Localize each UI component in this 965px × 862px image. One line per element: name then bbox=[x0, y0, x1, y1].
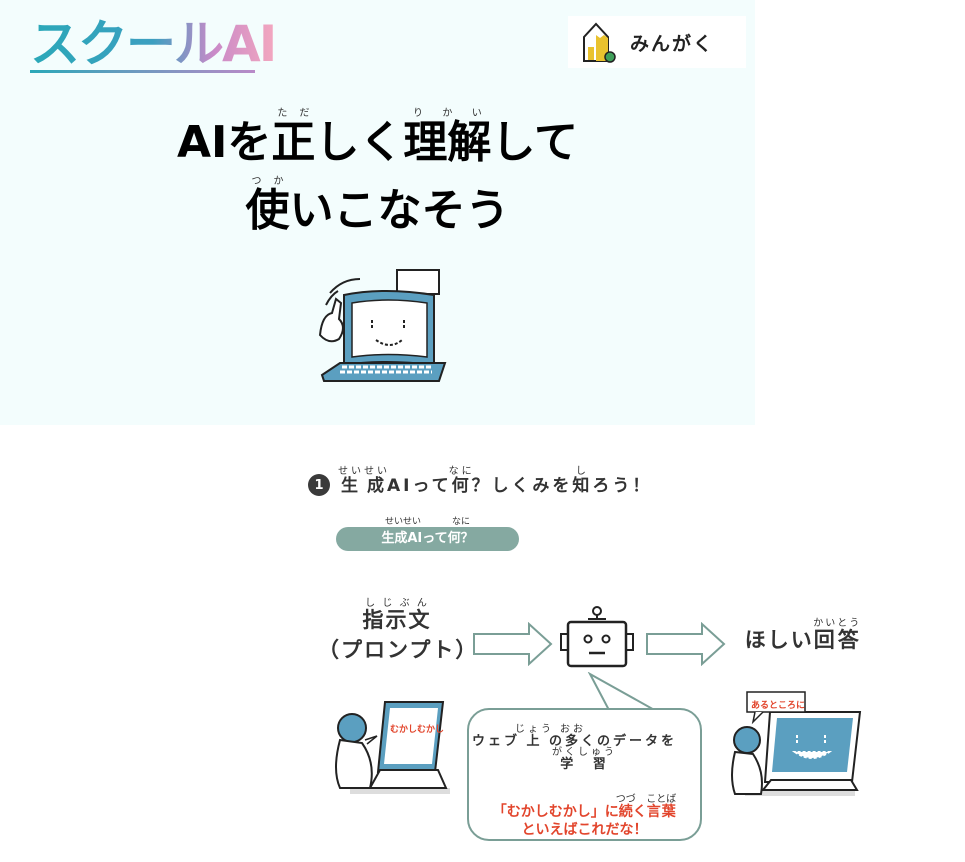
subsection-pill: 生成AIって何？ bbox=[336, 527, 519, 551]
thought-text: 「むかしむかし」に続つづく言葉ことばといえばこれだな！ bbox=[492, 794, 677, 839]
section-heading: 1 生成せいせいAIって何なに？しくみを知しろう！ bbox=[308, 466, 652, 496]
computer-mascot-illustration bbox=[318, 269, 447, 382]
learn-text: ウェブ上じょうの多おおくのデータを学習がくしゅう bbox=[471, 724, 678, 772]
bubble-tail bbox=[587, 672, 660, 712]
pill-ruby: せいせい なに bbox=[385, 517, 470, 527]
robot-icon bbox=[560, 606, 634, 668]
user-screen-text: むかしむかし bbox=[390, 725, 445, 735]
mingaku-logo: みんがく bbox=[568, 16, 746, 68]
user-answer-illustration bbox=[731, 691, 862, 796]
thought-bubble: ウェブ上じょうの多おおくのデータを学習がくしゅう 「むかしむかし」に続つづく言葉… bbox=[467, 708, 702, 841]
brand-name: みんがく bbox=[630, 32, 715, 55]
answer-label: ほしい回答かいとう bbox=[744, 618, 862, 652]
arrow-right-icon bbox=[646, 622, 726, 666]
prompt-label: 指示文しじぶん（プロンプト） bbox=[318, 598, 479, 662]
page-title-line1: AIを正ただしく理解りかいして bbox=[176, 108, 579, 168]
house-pencil-icon bbox=[583, 22, 616, 63]
section-number-badge: 1 bbox=[308, 474, 330, 496]
user-typing-illustration bbox=[335, 701, 450, 794]
answer-bubble-text: あるところに bbox=[751, 701, 806, 711]
page-title-line2: 使つかいこなそう bbox=[245, 176, 510, 236]
logo-underline bbox=[30, 70, 255, 73]
arrow-right-icon bbox=[473, 622, 553, 666]
school-ai-logo: スクールAI bbox=[30, 15, 277, 73]
